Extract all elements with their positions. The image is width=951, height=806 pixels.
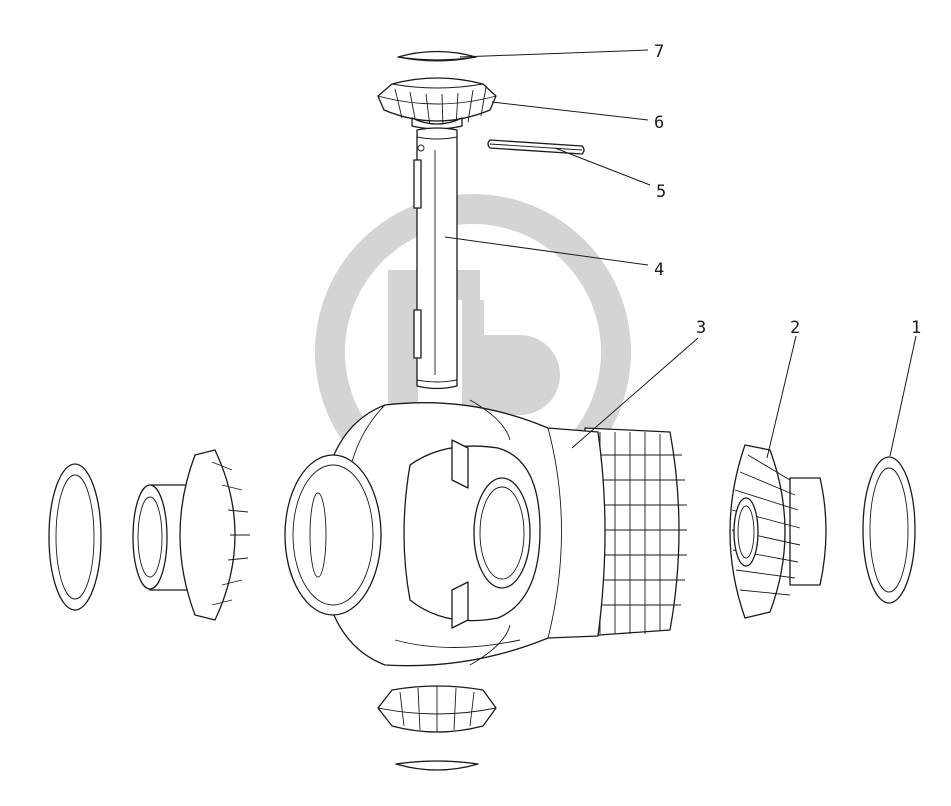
leader-lines — [444, 49, 917, 459]
bottom-thrust-washer — [395, 760, 479, 771]
callout-7: 7 — [654, 42, 664, 62]
part-4-pinion-shaft — [413, 127, 458, 390]
part-7-thrust-washer — [397, 50, 477, 62]
leader-6 — [491, 101, 649, 121]
callout-6: 6 — [654, 113, 664, 133]
callout-3: 3 — [696, 318, 706, 338]
leader-3 — [571, 337, 699, 449]
callout-4: 4 — [654, 260, 664, 280]
part-5-lock-pin — [487, 139, 585, 155]
part-3-differential-case — [284, 399, 687, 667]
leader-1 — [889, 335, 917, 457]
leader-7 — [459, 49, 649, 58]
left-side-gear — [132, 449, 250, 621]
leader-2 — [766, 335, 797, 459]
part-6-pinion-gear — [377, 77, 497, 130]
callout-2: 2 — [790, 318, 800, 338]
callouts: 7 6 5 4 3 2 1 — [654, 42, 921, 338]
bottom-pinion-gear — [377, 685, 497, 733]
leader-4 — [444, 236, 649, 266]
left-thrust-washer — [48, 463, 102, 611]
part-1-thrust-washer — [862, 456, 916, 604]
leader-5 — [554, 147, 651, 186]
callout-1: 1 — [911, 318, 921, 338]
callout-5: 5 — [656, 182, 666, 202]
part-2-side-gear — [729, 444, 827, 619]
